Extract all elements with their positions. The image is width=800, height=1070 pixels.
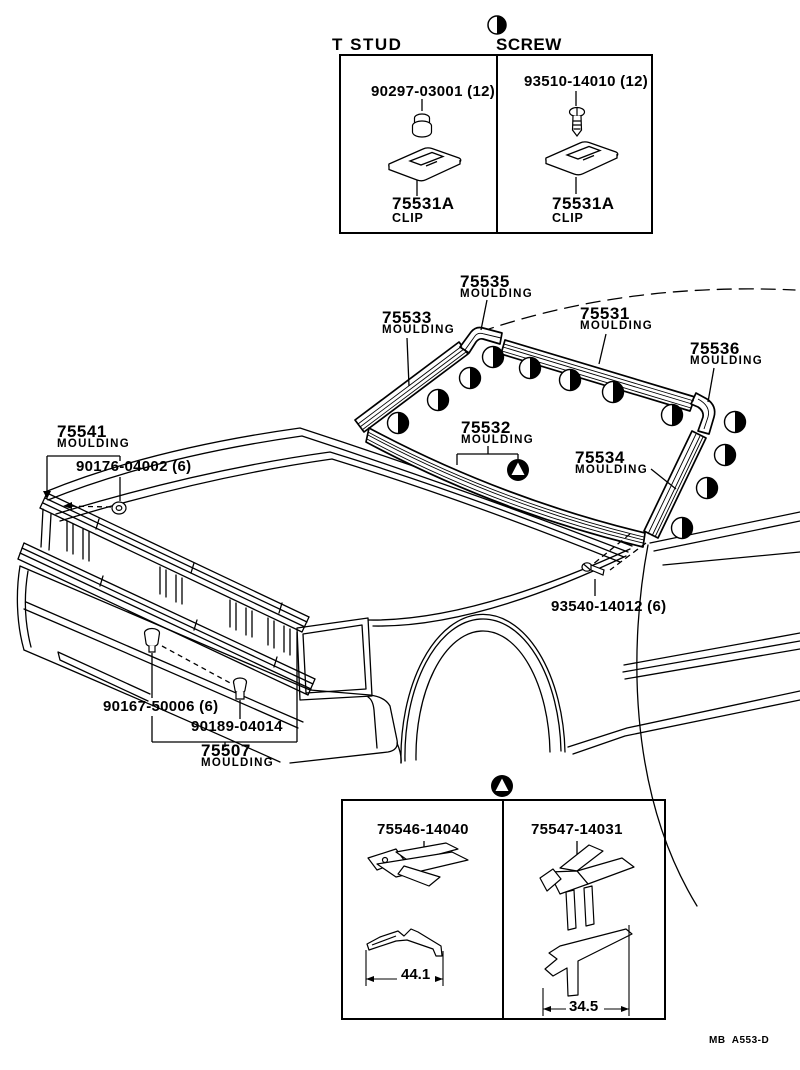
grommet-90189-label: 90189-04014 (191, 718, 283, 735)
clip-position-markers (386, 345, 747, 540)
strip-inner-lines (357, 332, 709, 544)
dimension-44: 44.1 (399, 966, 433, 983)
page-code: MB A553-D (709, 1035, 770, 1046)
clip-number-left: 75531A (392, 194, 455, 213)
halfmoon-marker (487, 15, 507, 35)
triangle-markers (491, 459, 529, 797)
car-body-lines (16, 288, 800, 907)
top-box-left-title: T STUD (332, 35, 403, 54)
top-box-right-title: SCREW (496, 35, 562, 54)
tstud-part-number: 90297-03001 (12) (371, 83, 496, 100)
leader-lines (46, 91, 715, 861)
top-box (339, 54, 653, 234)
clip-75547-label: 75547-14031 (531, 821, 623, 838)
screw-93540-label: 93540-14012 (6) (551, 598, 667, 615)
bottom-box (341, 799, 666, 1020)
clip-word-left: CLIP (392, 211, 424, 225)
leader-arrowheads (43, 491, 72, 509)
clip-75546-label: 75546-14040 (377, 821, 469, 838)
clip-word-right: CLIP (552, 211, 584, 225)
dimension-34: 34.5 (567, 998, 601, 1015)
stud-90167-label: 90167-50006 (6) (103, 698, 219, 715)
fastener-symbols (111, 501, 605, 700)
clip-number-right: 75531A (552, 194, 615, 213)
screw-part-number: 93510-14010 (12) (524, 73, 649, 90)
clip-90176-label: 90176-04002 (6) (76, 458, 192, 475)
